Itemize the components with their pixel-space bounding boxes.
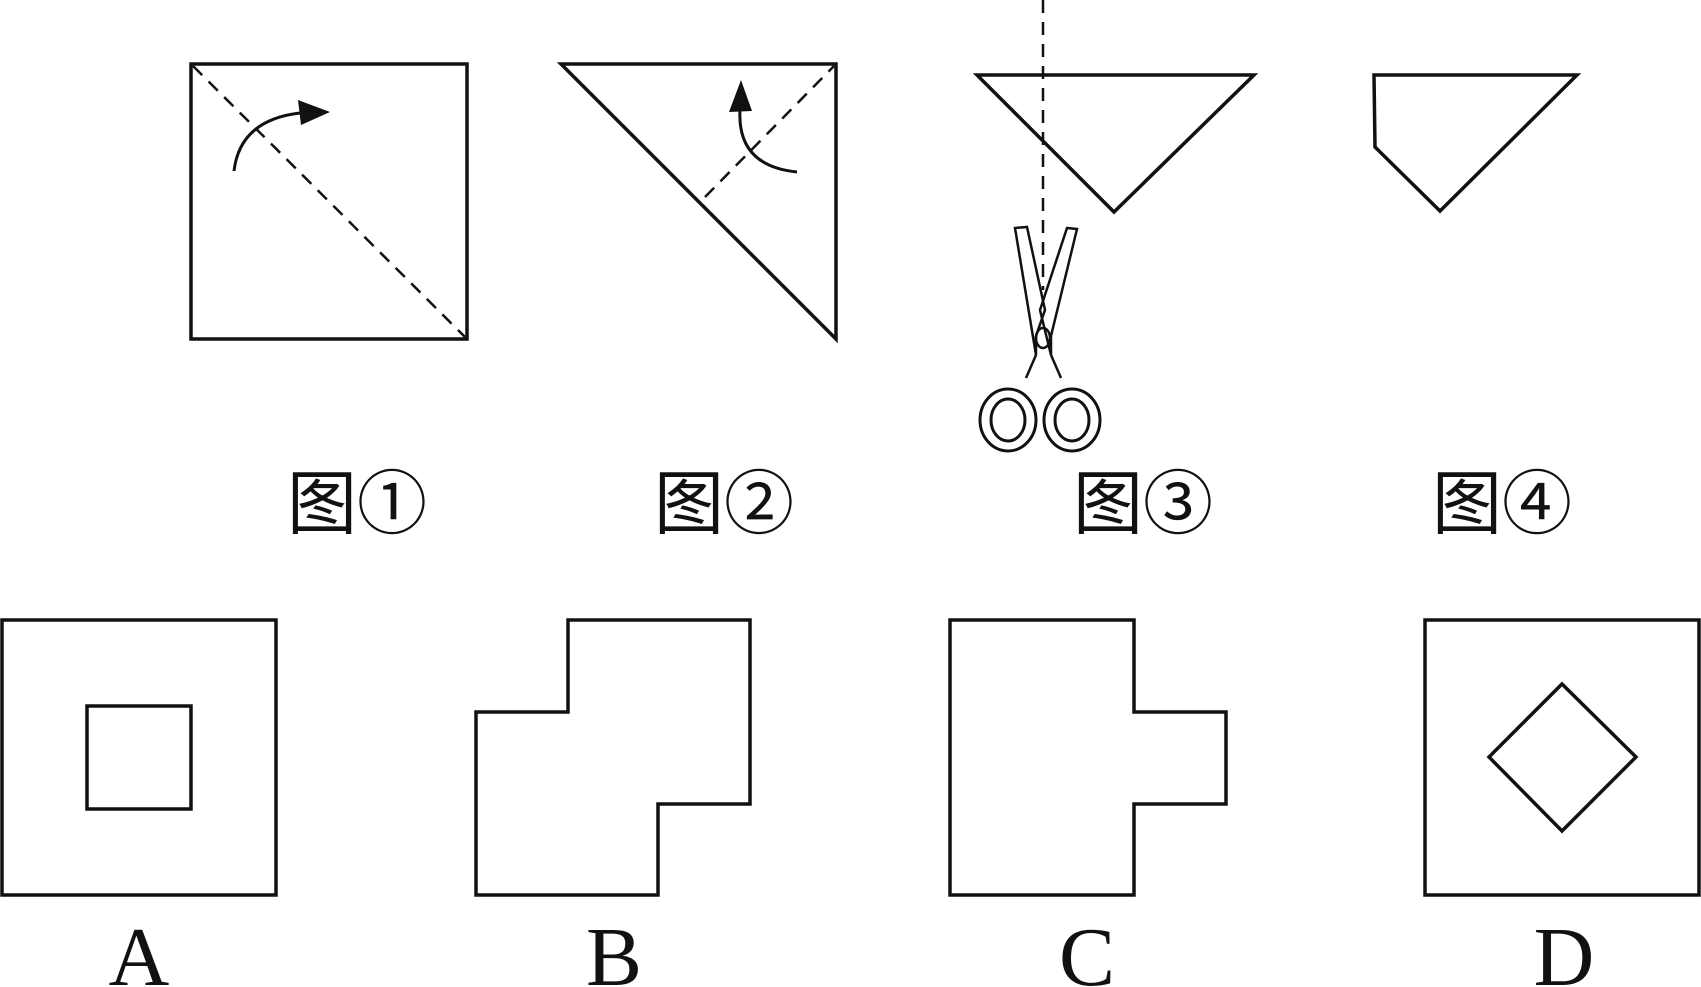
- folded-triangle: [972, 73, 1259, 215]
- step-2-label: 图②: [654, 463, 794, 545]
- inner-square-hole: [85, 704, 193, 811]
- outer-square: [0, 618, 278, 897]
- option-c-figure[interactable]: C: [948, 618, 1228, 987]
- tabbed-shape: [948, 618, 1228, 897]
- step-4-label: 图④: [1432, 463, 1572, 545]
- step-4-figure: 图④: [1372, 73, 1582, 545]
- option-b-label: B: [586, 911, 642, 987]
- step-3-label: 图③: [1073, 463, 1213, 545]
- option-b-figure[interactable]: B: [474, 618, 752, 987]
- step-1-label: 图①: [287, 463, 427, 545]
- square-paper: [189, 62, 469, 341]
- diamond-hole: [1486, 681, 1639, 834]
- option-a-figure[interactable]: A: [0, 618, 278, 987]
- option-a-label: A: [109, 911, 170, 987]
- option-d-label: D: [1534, 911, 1595, 987]
- stepped-shape: [474, 618, 752, 897]
- scissors-icon: [978, 225, 1102, 453]
- outer-square: [1423, 618, 1701, 897]
- fold-line: [192, 65, 466, 338]
- step-1-figure: 图①: [189, 62, 469, 545]
- fold-line: [704, 65, 835, 198]
- step-3-figure: 图③: [972, 0, 1259, 545]
- curved-arrow-icon: [729, 80, 798, 174]
- curved-arrow-icon: [232, 100, 330, 172]
- option-d-figure[interactable]: D: [1423, 618, 1701, 987]
- cut-shape: [1372, 73, 1582, 214]
- step-2-figure: 图②: [556, 62, 838, 545]
- triangle-paper: [556, 62, 838, 344]
- option-c-label: C: [1059, 911, 1115, 987]
